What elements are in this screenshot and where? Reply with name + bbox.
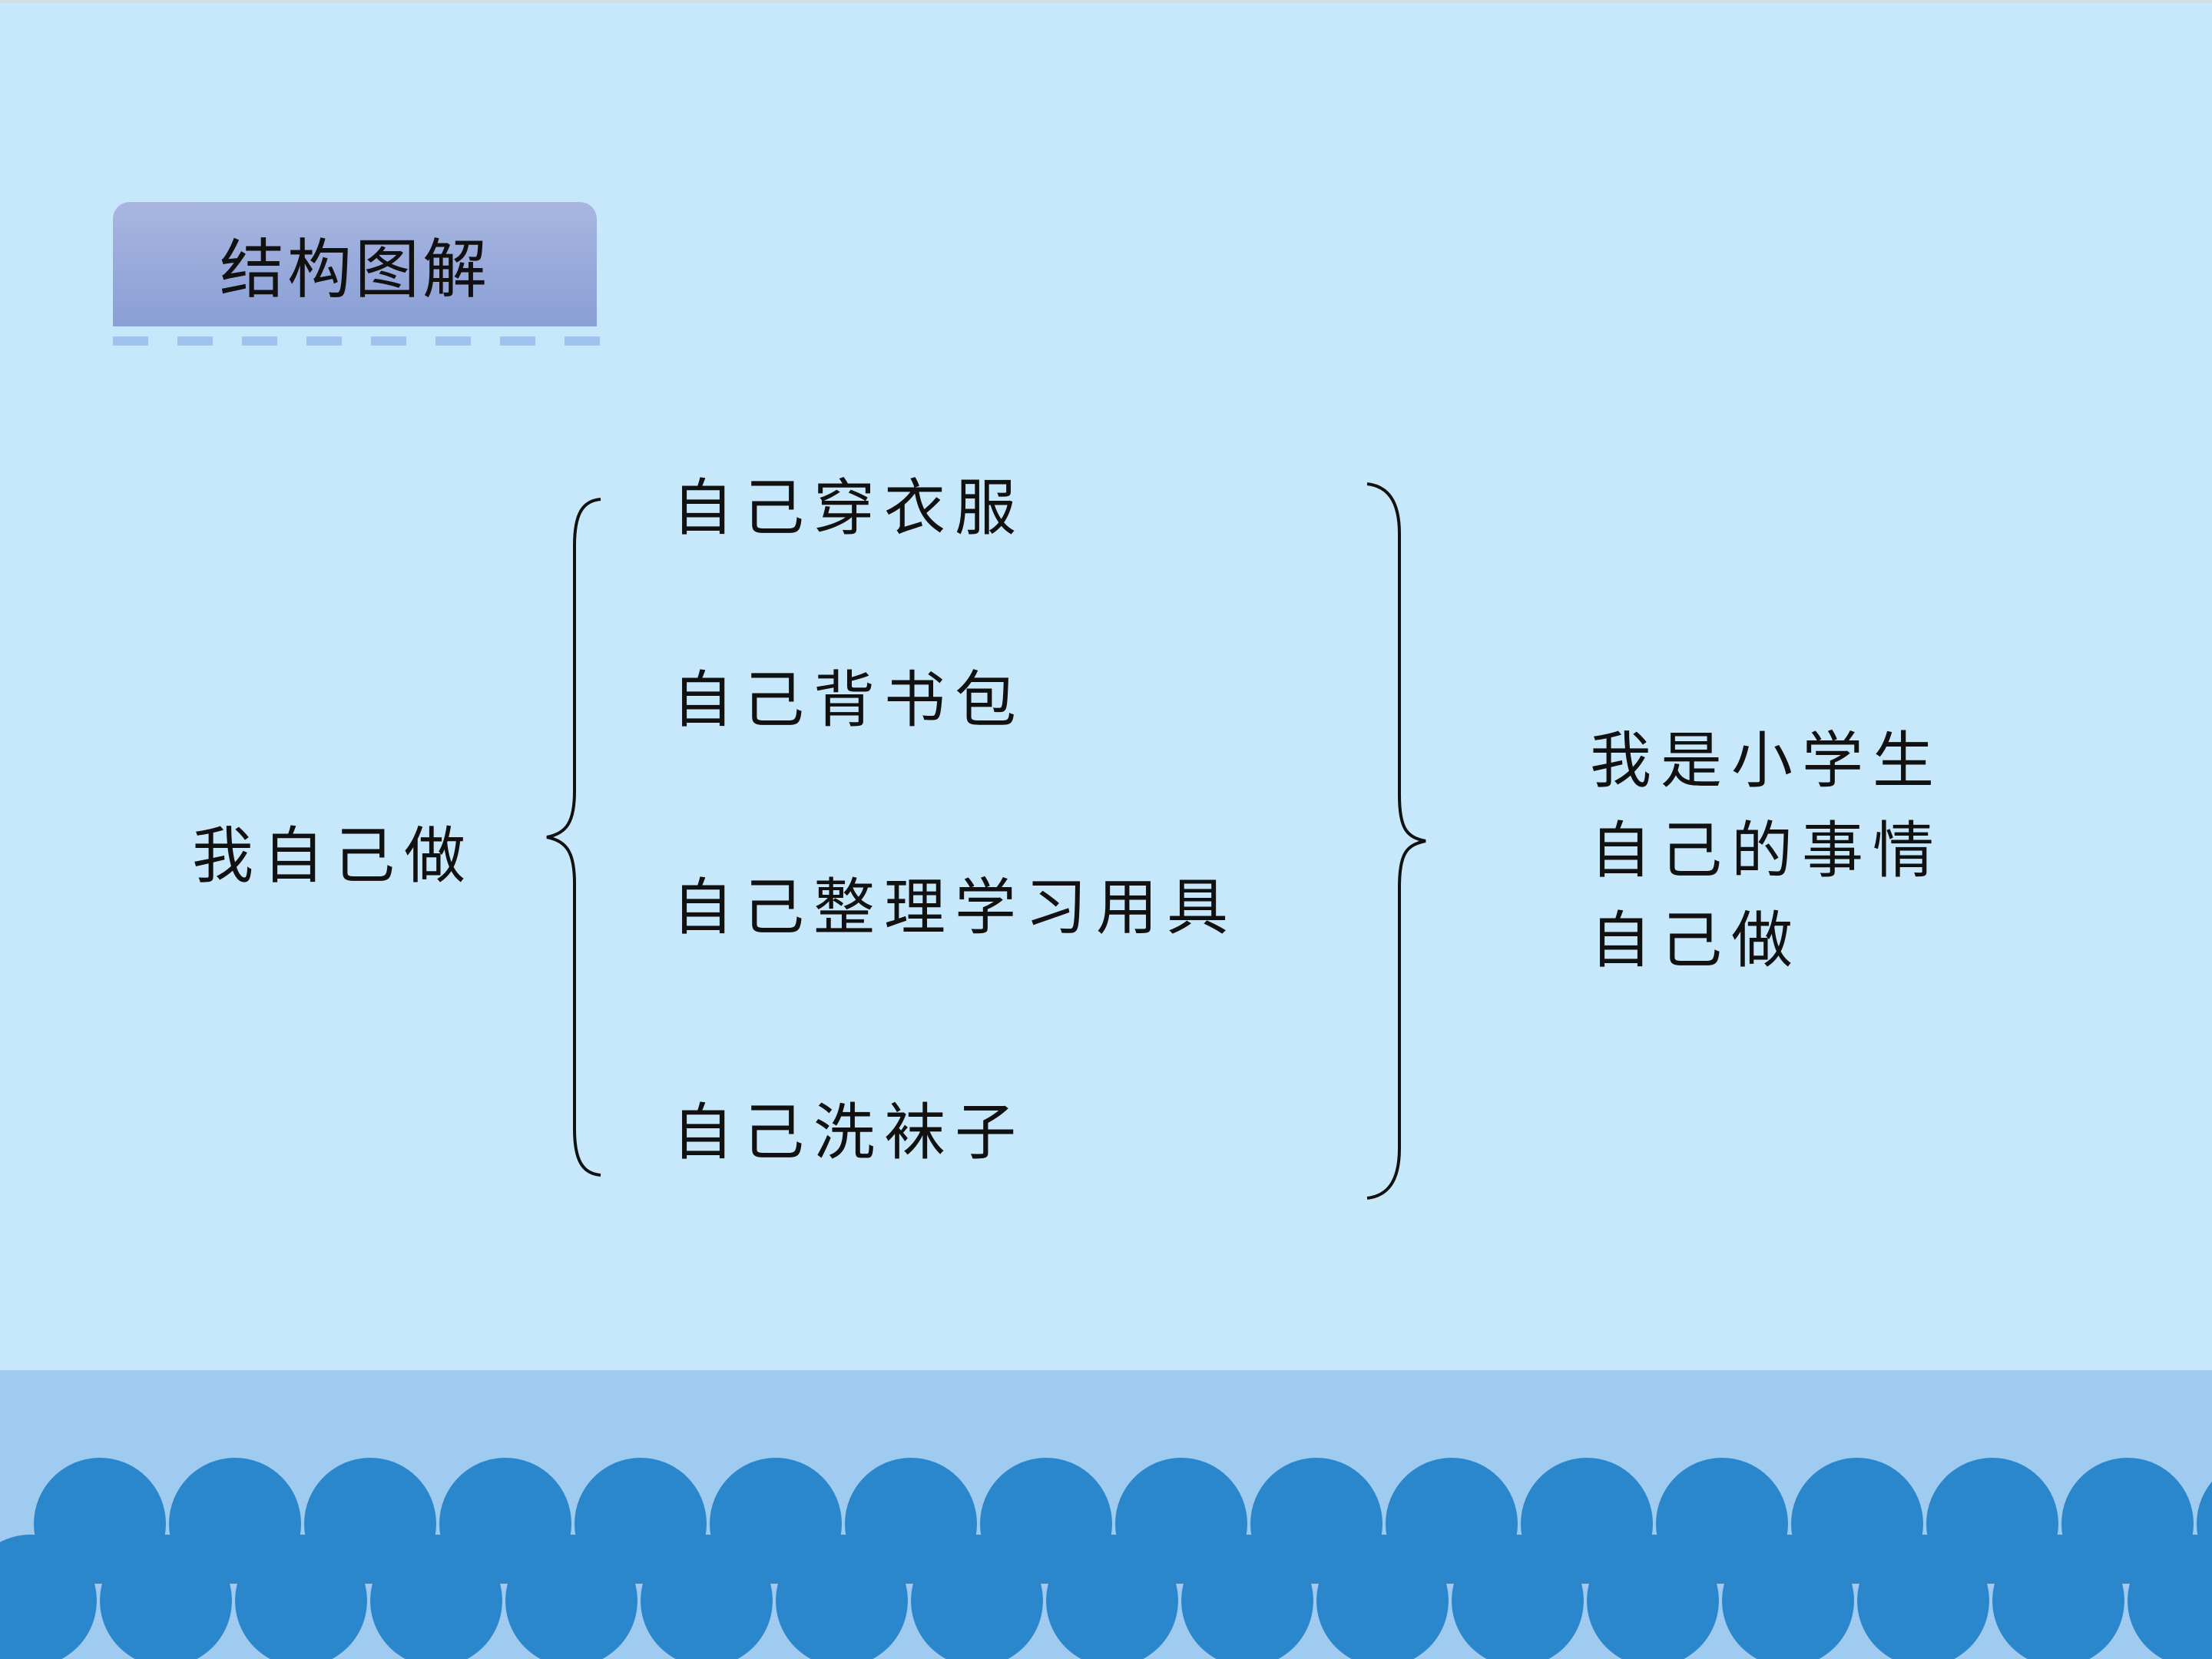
item-node: 自己整理学习用具 <box>672 872 1237 943</box>
wave-scallop <box>505 1535 637 1659</box>
wave-scallop <box>641 1535 773 1659</box>
item-node: 自己穿衣服 <box>672 472 1025 544</box>
wave-scallops-front <box>0 1535 2212 1659</box>
wave-decoration-band <box>0 1370 2212 1659</box>
root-node: 我自己做 <box>192 820 475 892</box>
wave-scallop <box>370 1535 502 1659</box>
wave-scallop <box>1046 1535 1178 1659</box>
conclusion-text: 我是小学生 自己的事情 自己做 <box>1590 716 1943 985</box>
wave-scallop <box>1316 1535 1449 1659</box>
wave-scallop <box>1452 1535 1584 1659</box>
wave-scallop <box>1181 1535 1313 1659</box>
wave-scallop <box>1587 1535 1719 1659</box>
wave-scallop <box>100 1535 232 1659</box>
wave-scallop <box>1857 1535 1989 1659</box>
wave-scallop <box>1722 1535 1854 1659</box>
wave-scallop <box>776 1535 908 1659</box>
slide-title: 结构图解 <box>219 231 490 307</box>
conclusion-line: 自己做 <box>1590 905 1802 976</box>
wave-scallop <box>0 1535 97 1659</box>
top-border-line <box>0 0 2212 3</box>
conclusion-line: 自己的事情 <box>1590 815 1943 886</box>
right-curly-brace <box>1366 482 1426 1200</box>
wave-scallop <box>235 1535 367 1659</box>
item-node: 自己洗袜子 <box>672 1097 1025 1168</box>
item-node: 自己背书包 <box>672 664 1025 736</box>
title-dashed-underline <box>113 336 601 346</box>
conclusion-line: 我是小学生 <box>1590 725 1943 796</box>
wave-scallop <box>1992 1535 2124 1659</box>
wave-scallop <box>2128 1535 2212 1659</box>
title-tab: 结构图解 <box>113 202 597 326</box>
wave-scallop <box>911 1535 1043 1659</box>
left-curly-brace <box>546 498 601 1177</box>
